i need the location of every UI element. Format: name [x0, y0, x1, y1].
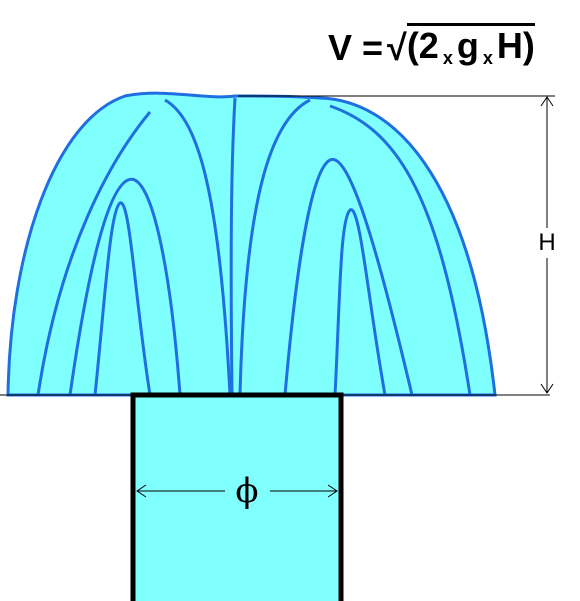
flow-line-left-1	[36, 111, 152, 396]
diameter-arrow-right-icon	[327, 484, 338, 498]
flow-line-left-2	[68, 177, 182, 396]
height-arrow-top-icon	[540, 96, 554, 107]
flow-line-right-2	[283, 157, 414, 396]
height-label: H	[533, 228, 561, 258]
formula-times-2: x	[482, 48, 493, 68]
formula-close: H)	[496, 25, 535, 66]
formula-open: (2	[406, 25, 439, 66]
flow-line-center	[229, 97, 237, 396]
diameter-symbol: ϕ	[235, 471, 258, 511]
flow-line-left-4	[164, 98, 232, 396]
formula-lhs: V =	[328, 27, 384, 68]
diameter-arrow-left-icon	[136, 484, 147, 498]
formula-times-1: x	[442, 48, 453, 68]
flow-line-right-1	[238, 98, 311, 396]
sqrt-symbol: √	[387, 27, 407, 68]
flow-line-left-3	[93, 201, 152, 396]
flow-line-right-3	[333, 208, 387, 396]
formula-g: g	[456, 25, 479, 66]
flow-line-right-4	[329, 104, 472, 396]
height-arrow-bottom-icon	[540, 383, 554, 394]
